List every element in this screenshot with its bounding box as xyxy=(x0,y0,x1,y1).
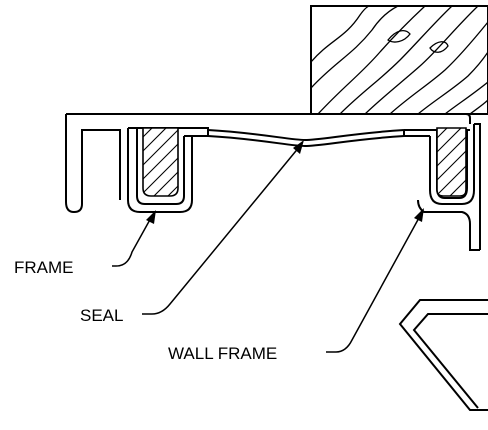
seal-label: SEAL xyxy=(80,306,123,325)
frame-leader xyxy=(112,210,156,267)
frame-profile xyxy=(65,114,209,214)
seal-leader xyxy=(142,140,304,315)
wall-frame-leader xyxy=(326,208,424,353)
wall-frame-label: WALL FRAME xyxy=(168,344,277,363)
frame-insert xyxy=(142,127,179,197)
seal-strip xyxy=(66,113,471,148)
wall-frame-insert xyxy=(436,127,467,197)
frame-label: FRAME xyxy=(14,258,74,277)
wood-grain xyxy=(311,6,488,114)
wood-block xyxy=(310,5,488,115)
